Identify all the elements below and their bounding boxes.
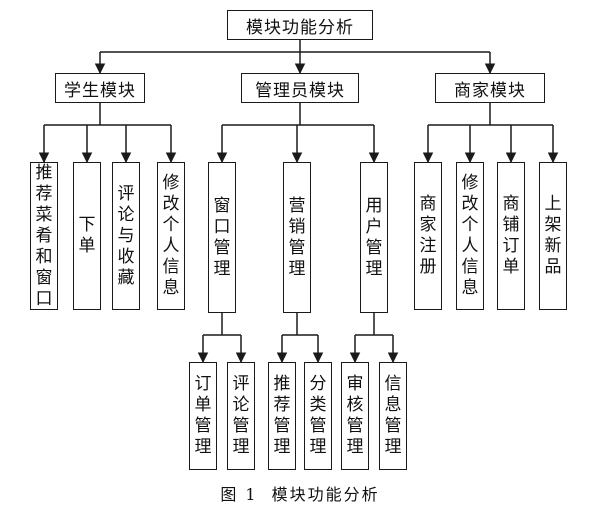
student-item-order: 下单 bbox=[73, 162, 101, 310]
student-item-label: 评论与收藏 bbox=[117, 183, 135, 288]
leaf-recommend-management: 推荐管理 bbox=[268, 362, 296, 470]
figure-caption: 图 1 模块功能分析 bbox=[0, 481, 600, 505]
leaf-label: 订单管理 bbox=[194, 374, 212, 457]
leaf-label: 推荐管理 bbox=[273, 374, 291, 457]
figure-title: 模块功能分析 bbox=[271, 485, 380, 504]
student-item-label: 下单 bbox=[78, 215, 96, 256]
admin-group-users: 用户管理 bbox=[360, 162, 388, 313]
admin-module-node: 管理员模块 bbox=[241, 73, 359, 103]
leaf-label: 信息管理 bbox=[384, 374, 402, 457]
leaf-order-management: 订单管理 bbox=[189, 362, 217, 470]
student-item-label: 推荐菜肴和窗口 bbox=[35, 162, 53, 309]
leaf-label: 评论管理 bbox=[232, 374, 250, 457]
admin-group-label: 窗口管理 bbox=[213, 195, 231, 279]
admin-group-label: 用户管理 bbox=[365, 195, 383, 279]
merchant-item-label: 修改个人信息 bbox=[461, 173, 479, 298]
student-item-review: 评论与收藏 bbox=[112, 162, 140, 310]
merchant-item-profile: 修改个人信息 bbox=[456, 162, 484, 310]
merchant-item-label: 上架新品 bbox=[544, 194, 562, 277]
merchant-module-node: 商家模块 bbox=[435, 73, 545, 103]
admin-group-window: 窗口管理 bbox=[208, 162, 236, 313]
merchant-item-label: 商家注册 bbox=[419, 194, 437, 277]
leaf-category-management: 分类管理 bbox=[304, 362, 332, 470]
figure-label: 图 1 bbox=[220, 485, 258, 504]
leaf-label: 审核管理 bbox=[346, 374, 364, 457]
root-node: 模块功能分析 bbox=[227, 10, 373, 40]
admin-module-label: 管理员模块 bbox=[255, 80, 345, 101]
student-item-profile: 修改个人信息 bbox=[157, 162, 185, 310]
leaf-info-management: 信息管理 bbox=[379, 362, 407, 470]
merchant-item-label: 商铺订单 bbox=[502, 194, 520, 277]
leaf-label: 分类管理 bbox=[309, 374, 327, 457]
admin-group-label: 营销管理 bbox=[288, 195, 306, 279]
student-module-label: 学生模块 bbox=[64, 80, 136, 101]
student-item-label: 修改个人信息 bbox=[162, 173, 180, 298]
admin-group-marketing: 营销管理 bbox=[283, 162, 311, 313]
student-module-node: 学生模块 bbox=[55, 73, 145, 103]
merchant-item-new-products: 上架新品 bbox=[539, 162, 567, 310]
merchant-item-orders: 商铺订单 bbox=[497, 162, 525, 310]
merchant-item-register: 商家注册 bbox=[414, 162, 442, 310]
leaf-audit-management: 审核管理 bbox=[341, 362, 369, 470]
student-item-recommend: 推荐菜肴和窗口 bbox=[30, 162, 58, 310]
merchant-module-label: 商家模块 bbox=[454, 80, 526, 101]
leaf-review-management: 评论管理 bbox=[227, 362, 255, 470]
root-label: 模块功能分析 bbox=[246, 17, 354, 38]
